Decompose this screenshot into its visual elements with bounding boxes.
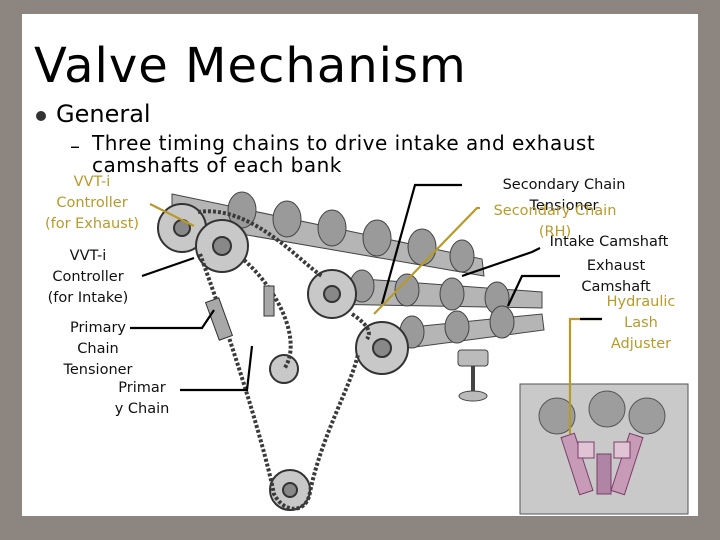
label-line: Exhaust (586, 258, 646, 274)
label-line: (for Exhaust) (44, 216, 140, 232)
label-primary-chain: Primar y Chain (102, 378, 182, 420)
label-line: Lash (624, 315, 658, 331)
bullet-icon (36, 111, 46, 121)
valve (457, 349, 489, 402)
label-line: Intake Camshaft (549, 234, 669, 250)
label-line: Hydraulic (606, 294, 676, 310)
label-line: Secondary Chain (493, 203, 617, 219)
timing-chains (197, 209, 371, 511)
subbullet-timing-chains: Three timing chains to drive intake and … (92, 131, 596, 177)
label-line: Camshaft (581, 279, 651, 295)
label-line: Secondary Chain (502, 177, 626, 193)
label-exhaust-camshaft: Exhaust Camshaft (562, 256, 670, 298)
label-line: y Chain (114, 401, 170, 417)
label-line: (for Intake) (47, 290, 129, 306)
label-line: Tensioner (529, 198, 599, 214)
label-hydraulic-lash-adjuster: Hydraulic Lash Adjuster (596, 292, 686, 355)
slide-title: Valve Mechanism (34, 38, 467, 94)
label-line: VVT-i (69, 248, 107, 264)
label-line: Adjuster (610, 336, 672, 352)
dash-icon: – (70, 134, 80, 158)
label-line: Primary (69, 320, 127, 336)
bullet-general: General (56, 100, 151, 128)
engine-diagram (130, 183, 689, 515)
label-line: VVT-i (73, 174, 111, 190)
tensioners (204, 285, 275, 341)
cutaway-inset (519, 383, 689, 515)
label-line: Primar (118, 380, 166, 396)
label-secondary-chain-rh: Secondary Chain (RH) (478, 201, 632, 243)
camshaft-upper (171, 191, 485, 277)
slide: Valve Mechanism General – Three timing c… (22, 14, 698, 516)
label-intake-camshaft: Intake Camshaft (534, 232, 684, 253)
sprockets (157, 203, 409, 511)
label-secondary-chain-tensioner: Secondary Chain Tensioner (494, 175, 634, 217)
label-line: Tensioner (63, 362, 133, 378)
label-vvti-exhaust: VVT-i Controller (for Exhaust) (26, 172, 158, 235)
leader-lines (130, 183, 602, 434)
label-line: Chain (77, 341, 119, 357)
label-vvti-intake: VVT-i Controller (for Intake) (32, 246, 144, 309)
label-line: Controller (56, 195, 128, 211)
label-primary-chain-tensioner: Primary Chain Tensioner (50, 318, 146, 381)
label-line: Controller (52, 269, 124, 285)
label-line: (RH) (538, 224, 572, 240)
